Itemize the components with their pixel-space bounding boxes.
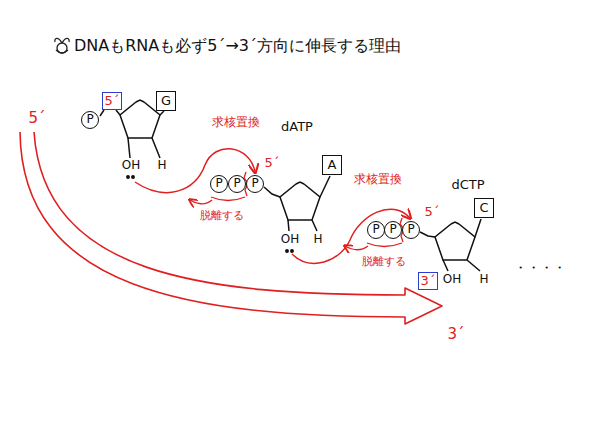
sugar-ring (100, 100, 164, 178)
node-text: 5´ (105, 94, 120, 108)
direction-arrow (20, 132, 442, 324)
phosphate-circle: P (81, 111, 99, 129)
phosphate-circle: P (246, 175, 264, 193)
label: dCTP (451, 178, 484, 192)
base-box: A (322, 155, 341, 174)
base-box: C (474, 198, 493, 217)
label: dATP (281, 120, 313, 134)
sugar-ring (420, 219, 481, 271)
phosphate-circle: P (384, 221, 402, 239)
label: H (479, 273, 488, 286)
node-text: 3´ (421, 274, 436, 288)
label: H (313, 233, 322, 246)
node-text: P (389, 223, 396, 236)
label: 脱離する (200, 210, 244, 222)
leaving-mark (190, 172, 404, 250)
node-text: P (233, 177, 240, 190)
label: 3´ (447, 326, 464, 343)
label: 求核置換 (354, 173, 402, 186)
carbon-number-box: 3´ (418, 272, 439, 290)
sugar-ring (264, 176, 330, 252)
node-text: P (251, 177, 258, 190)
label: H (157, 159, 166, 172)
node-text: P (215, 177, 222, 190)
label: OH (281, 233, 299, 246)
node-text: A (328, 158, 337, 172)
node-text: P (407, 223, 414, 236)
label: 5´ (28, 110, 45, 127)
node-text: P (372, 223, 379, 236)
phosphate-circle: P (210, 175, 228, 193)
label: 5´ (425, 205, 440, 219)
label: ・・・・ (514, 261, 566, 275)
attack-arrow (135, 149, 255, 193)
phosphate-circle: P (228, 175, 246, 193)
phosphate-circle: P (367, 221, 385, 239)
title: DNAもRNAも必ず5´→3´方向に伸長する理由 (74, 37, 401, 55)
label: OH (122, 159, 140, 172)
phosphate-circle: P (402, 221, 420, 239)
node-text: P (86, 113, 93, 126)
node-text: C (479, 201, 488, 215)
title-icon (55, 38, 69, 53)
node-text: G (161, 94, 171, 108)
label: 脱離する (362, 256, 406, 268)
base-box: G (156, 91, 175, 110)
label: 5´ (265, 156, 280, 170)
label: OH (443, 273, 461, 286)
carbon-number-box: 5´ (102, 92, 123, 110)
label: 求核置換 (212, 116, 260, 129)
